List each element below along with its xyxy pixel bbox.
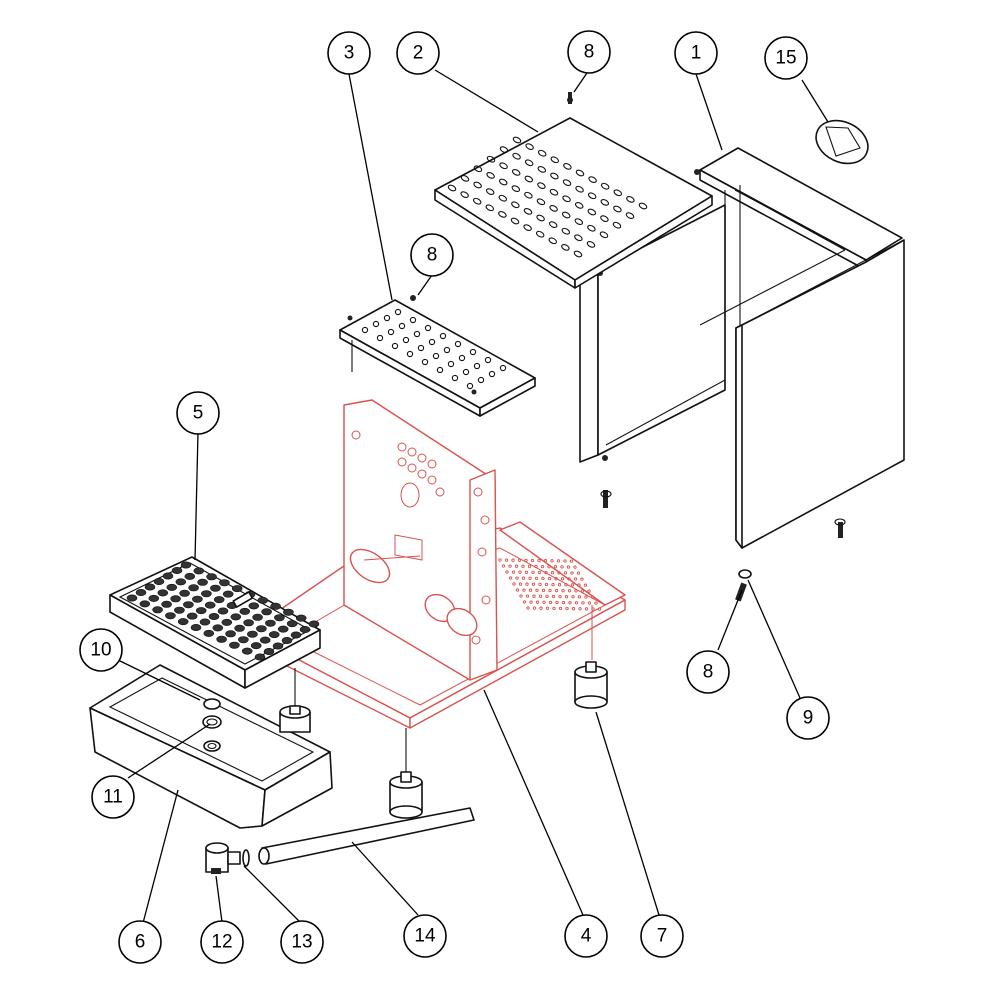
callout-label: 6 bbox=[135, 932, 146, 953]
callout-label: 7 bbox=[657, 926, 668, 947]
callout-8-top: 8 bbox=[567, 30, 611, 74]
callout-3: 3 bbox=[327, 31, 371, 75]
callout-label: 10 bbox=[90, 640, 111, 661]
callout-4: 4 bbox=[564, 914, 608, 958]
callout-6: 6 bbox=[118, 920, 162, 964]
cabinet-frame-part bbox=[579, 147, 905, 602]
callout-5: 5 bbox=[176, 391, 220, 435]
callout-label: 15 bbox=[775, 48, 796, 69]
drain-tube-part bbox=[258, 807, 475, 865]
callout-label: 4 bbox=[581, 926, 592, 947]
drain-fitting-part bbox=[205, 842, 250, 874]
callout-1: 1 bbox=[674, 31, 718, 75]
callout-10: 10 bbox=[79, 628, 123, 672]
callout-8-mid: 8 bbox=[410, 233, 454, 277]
callout-label: 5 bbox=[193, 403, 204, 424]
callout-label: 13 bbox=[291, 932, 312, 953]
badge-part bbox=[815, 119, 869, 165]
callout-15: 15 bbox=[764, 36, 808, 80]
callout-11: 11 bbox=[91, 775, 135, 819]
inner-plate-part bbox=[339, 295, 536, 417]
leader-lines bbox=[117, 69, 829, 924]
callout-label: 3 bbox=[344, 43, 355, 64]
drip-grill-part bbox=[109, 556, 321, 689]
callout-label: 8 bbox=[427, 245, 438, 266]
callout-8-bottom: 8 bbox=[686, 650, 730, 694]
callout-label: 8 bbox=[703, 662, 714, 683]
base-chassis-part bbox=[264, 399, 626, 729]
callout-9: 9 bbox=[786, 696, 830, 740]
drip-tray-part bbox=[89, 664, 333, 829]
callout-label: 8 bbox=[584, 42, 595, 63]
callout-14: 14 bbox=[403, 914, 447, 958]
callout-label: 1 bbox=[691, 43, 702, 64]
callout-7: 7 bbox=[640, 914, 684, 958]
callout-label: 9 bbox=[803, 708, 814, 729]
callout-2: 2 bbox=[396, 31, 440, 75]
callout-12: 12 bbox=[200, 920, 244, 964]
callout-label: 11 bbox=[103, 787, 123, 808]
callout-13: 13 bbox=[280, 920, 324, 964]
top-cup-tray-part bbox=[434, 92, 713, 289]
callout-label: 12 bbox=[211, 932, 232, 953]
callout-label: 14 bbox=[414, 926, 436, 947]
foot-part bbox=[279, 661, 608, 819]
callout-label: 2 bbox=[413, 43, 424, 64]
